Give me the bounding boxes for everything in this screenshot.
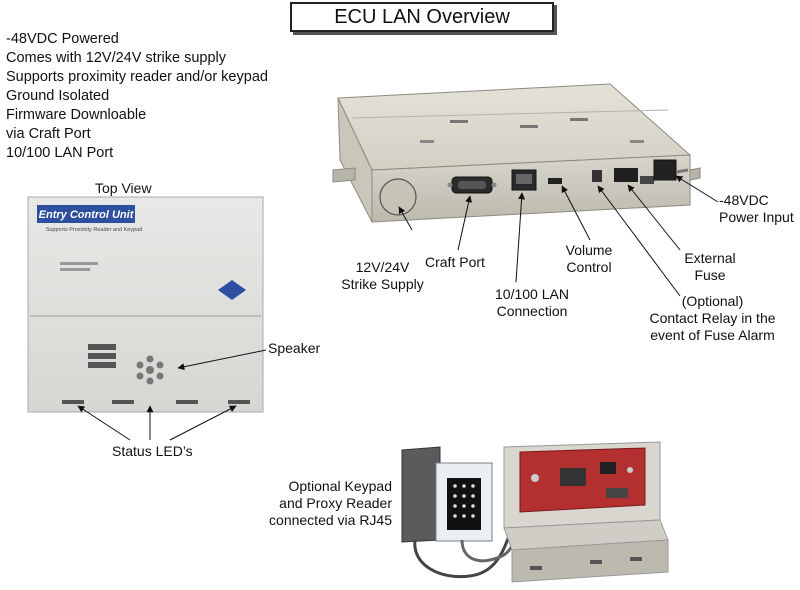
label-line: -48VDC [719,192,769,208]
speaker-grille [136,355,164,385]
led-label-strip [88,362,116,368]
label-line: Optional Keypad [288,478,392,494]
contact-relay-connector [592,170,602,182]
logo-diamond [218,280,246,300]
label-line: External [684,250,736,266]
label-line: Power Input [719,209,794,225]
label-line: (Optional) [681,293,744,309]
proximity-reader [401,446,441,543]
vent-slot [420,140,434,143]
panel-title-text: Entry Control Unit [39,209,135,221]
fuse-holder [614,168,638,182]
status-led [62,400,84,404]
rj45-cable [413,519,517,579]
mounting-ear [689,167,701,181]
vent-slot [570,118,588,121]
feature-item: -48VDC Powered [6,31,119,47]
label-line: Strike Supply [341,276,424,292]
volume-control-label: Volume Control [557,242,621,276]
ecu-device [332,83,701,223]
status-leds-label: Status LED’s [112,443,193,459]
contact-relay-label: (Optional) Contact Relay in the event of… [640,293,785,344]
label-line: connected via RJ45 [269,512,392,528]
vent-slot [520,125,538,128]
feature-item: Ground Isolated [6,88,110,104]
feature-item: 10/100 LAN Port [6,145,114,161]
led-label-strip [88,344,116,350]
feature-list: -48VDC Powered Comes with 12V/24V strike… [6,30,268,163]
top-view-caption: Top View [95,180,152,196]
vent-slot [630,140,644,143]
label-line: Volume [565,242,613,258]
power-input-connector [653,159,677,181]
strike-supply-label: 12V/24V Strike Supply [330,259,435,293]
label-line: Contact Relay in the [649,310,776,326]
craft-port-label: Craft Port [425,254,485,270]
panel-subtitle-text: Supports Proximity Reader and Keypad [46,227,143,233]
keypad-device [435,462,493,542]
label-line: and Proxy Reader [279,495,392,511]
external-fuse-label: External Fuse [678,250,742,284]
feature-item: Supports proximity reader and/or keypad [6,69,268,85]
speaker-label: Speaker [268,340,321,356]
feature-item: via Craft Port [6,126,91,142]
volume-control-knob [548,178,562,184]
label-line: Fuse [694,267,726,283]
mounting-ear [332,167,356,183]
label-line: 12V/24V [355,259,410,275]
feature-item: Firmware Downloable [6,107,147,123]
panel-title-badge [37,205,135,223]
top-view-panel: Entry Control Unit Supports Proximity Re… [27,196,264,413]
status-led [228,400,250,404]
strike-supply-port [379,178,417,216]
status-led [176,400,198,404]
open-enclosure [503,441,669,583]
label-line: Connection [496,303,568,319]
keypad-proxy-label: Optional Keypad and Proxy Reader connect… [262,478,392,529]
lan-connection-label: 10/100 LAN Connection [482,286,582,320]
feature-item: Comes with 12V/24V strike supply [6,50,227,66]
status-led [112,400,134,404]
label-line: Control [566,259,612,275]
led-label-strip [88,353,116,359]
label-line: 10/100 LAN [495,286,569,302]
label-line: event of Fuse Alarm [650,327,775,343]
page-title: ECU LAN Overview [290,2,554,32]
power-input-label: -48VDC Power Input [719,192,794,226]
vent-slot [450,120,468,123]
